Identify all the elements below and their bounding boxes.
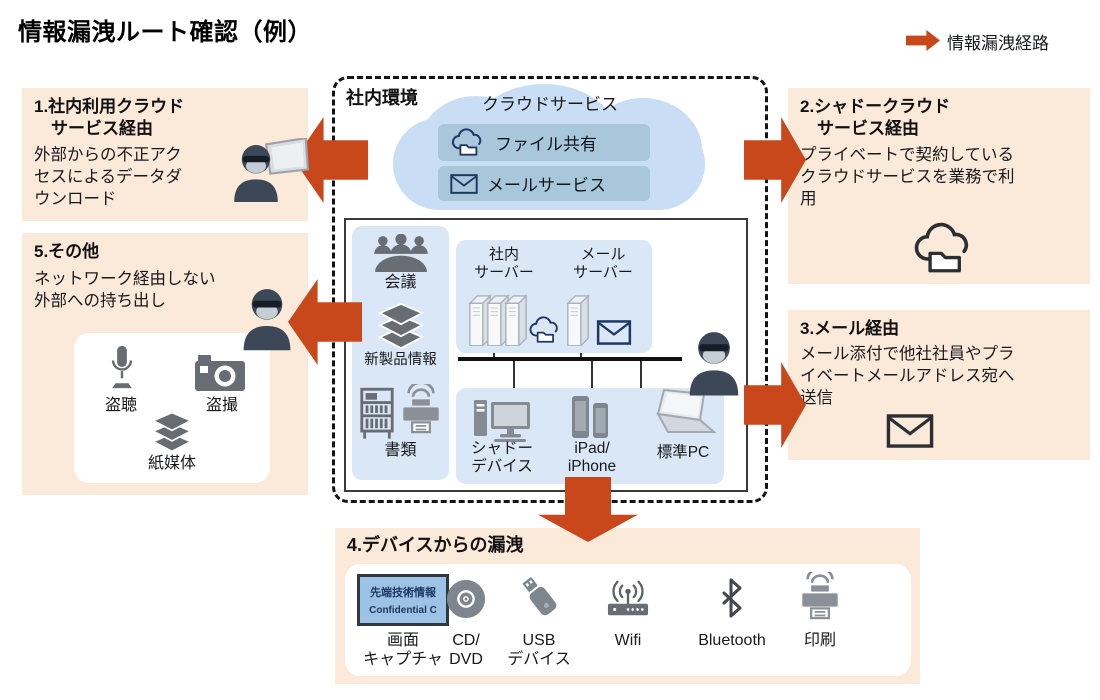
bluetooth-icon (719, 578, 745, 618)
route-1-title: 1.社内利用クラウド サービス経由 (34, 97, 185, 139)
spy-icon-center (686, 324, 742, 398)
mail-service: メールサービス (438, 166, 650, 201)
new-product-books-icon (376, 302, 426, 350)
eavesdrop-label: 盗聴 (104, 397, 137, 414)
connector-line (591, 361, 593, 394)
shadow-device-label: シャドー デバイス (470, 440, 533, 476)
new-product-label: 新製品情報 (364, 352, 437, 368)
mail-server-label: メール サーバー (573, 246, 633, 281)
connector-line (640, 361, 642, 392)
route-5-title: 5.その他 (34, 242, 100, 261)
cd-dvd-icon (445, 578, 487, 620)
legend-arrow-icon (906, 30, 940, 51)
bluetooth-label: Bluetooth (698, 632, 766, 649)
ipad-iphone-label: iPad/ iPhone (567, 440, 617, 476)
print-label: 印刷 (803, 632, 836, 649)
print-icon (797, 572, 843, 620)
mail-icon-route3 (886, 414, 934, 448)
server-tower-icon (566, 292, 590, 346)
connector-line (493, 353, 495, 358)
meeting-icon (371, 234, 431, 272)
screen-capture-text-bottom: Confidential C (369, 605, 437, 616)
route-box-5: 5.その他 ネットワーク経由しない 外部への持ち出し 盗聴 盗撮 紙媒体 (22, 233, 308, 495)
cloud-folder-icon-server (528, 316, 562, 344)
cloud-service-title: クラウドサービス (482, 95, 618, 114)
microphone-icon (109, 339, 135, 395)
page-title: 情報漏洩ルート確認（例） (18, 19, 312, 46)
connector-line (580, 353, 582, 358)
route-box-4: 4.デバイスからの漏洩 先端技術情報 Confidential C 画面 キャプ… (335, 528, 920, 684)
route-4-title: 4.デバイスからの漏洩 (347, 535, 524, 555)
network-bus-line (458, 357, 682, 361)
route-2-body: プライベートで契約している クラウドサービスを業務で利 用 (800, 146, 1015, 208)
wifi-icon (603, 578, 653, 620)
bookshelf-icon (358, 386, 396, 440)
mail-service-label: メールサービス (487, 176, 606, 195)
standard-pc-label: 標準PC (656, 444, 710, 461)
documents-label: 書類 (384, 442, 417, 459)
paper-media-label: 紙媒体 (147, 455, 196, 472)
route-3-title: 3.メール経由 (800, 319, 900, 338)
mail-icon-server (596, 320, 632, 345)
spy-icon-route5 (240, 283, 294, 351)
connector-line (513, 361, 515, 398)
mail-icon-small (450, 174, 478, 194)
file-share-label: ファイル共有 (495, 135, 597, 154)
route-3-body: メール添付で他社社員やプラ イベートメールアドレス宛へ 送信 (800, 345, 1015, 407)
screen-capture-text-top: 先端技術情報 (370, 587, 436, 599)
route-box-2: 2.シャドークラウド サービス経由 プライベートで契約している クラウドサービス… (788, 88, 1090, 284)
server-tower-icon (504, 292, 528, 346)
sneak-photo-label: 盗撮 (205, 397, 238, 414)
servers-panel: 社内 サーバー メール サーバー (456, 240, 652, 353)
paper-books-icon (150, 411, 194, 453)
internal-env-label: 社内環境 (346, 88, 418, 108)
camera-icon (194, 353, 246, 393)
usb-device-icon (515, 572, 563, 620)
screen-capture-icon: 先端技術情報 Confidential C (357, 574, 449, 626)
route-2-title: 2.シャドークラウド サービス経由 (800, 97, 951, 139)
screen-capture-label: 画面 キャプチャ (363, 632, 443, 668)
cd-dvd-label: CD/ DVD (449, 632, 483, 668)
wifi-label: Wifi (614, 632, 642, 649)
legend-label: 情報漏洩経路 (947, 34, 1049, 53)
internal-server-label: 社内 サーバー (474, 246, 534, 281)
route-box-3: 3.メール経由 メール添付で他社社員やプラ イベートメールアドレス宛へ 送信 (788, 310, 1090, 460)
cloud-folder-icon-small (450, 128, 486, 157)
offline-methods-panel: 盗聴 盗撮 紙媒体 (74, 333, 270, 483)
file-share-service: ファイル共有 (438, 124, 650, 161)
spy-with-laptop-icon (230, 136, 310, 202)
meeting-label: 会議 (384, 274, 417, 291)
ipad-iphone-icon (570, 394, 612, 442)
shadow-device-icon (472, 396, 532, 442)
route-5-body: ネットワーク経由しない 外部への持ち出し (34, 270, 216, 310)
printer-wifi-icon (398, 384, 444, 436)
devices-panel: シャドー デバイス iPad/ iPhone 標準PC (456, 388, 724, 484)
route-1-body: 外部からの不正アク セスによるデータダ ウンロード (34, 146, 183, 208)
device-leak-panel: 先端技術情報 Confidential C 画面 キャプチャ CD/ DVD U… (345, 564, 911, 676)
cloud-folder-icon-route2 (912, 222, 976, 275)
assets-panel: 会議 新製品情報 書類 (352, 226, 449, 480)
usb-device-label: USB デバイス (507, 632, 571, 668)
